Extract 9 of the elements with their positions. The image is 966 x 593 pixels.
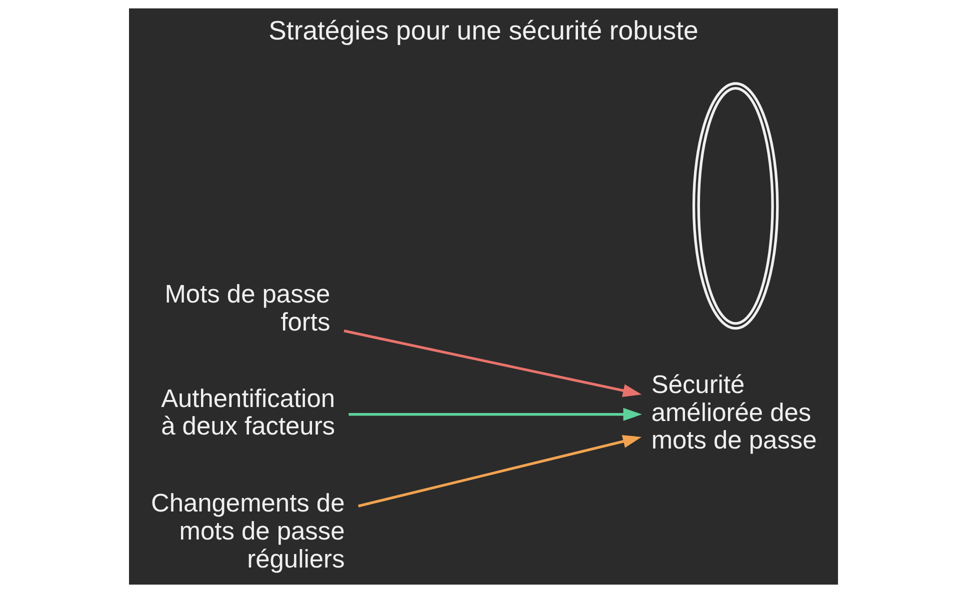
node-text: Authentification à deux facteurs xyxy=(160,384,335,441)
node-lens xyxy=(692,82,778,330)
node-text: Changements de mots de passe réguliers xyxy=(150,490,344,574)
arrow xyxy=(348,408,642,421)
node-text: Sécurité améliorée des mots de passe xyxy=(650,370,816,455)
diagram-title: Stratégies pour une sécurité robuste xyxy=(268,15,698,46)
arrow xyxy=(358,435,642,508)
arrow xyxy=(343,330,642,398)
node-text: Mots de passe forts xyxy=(164,280,330,336)
